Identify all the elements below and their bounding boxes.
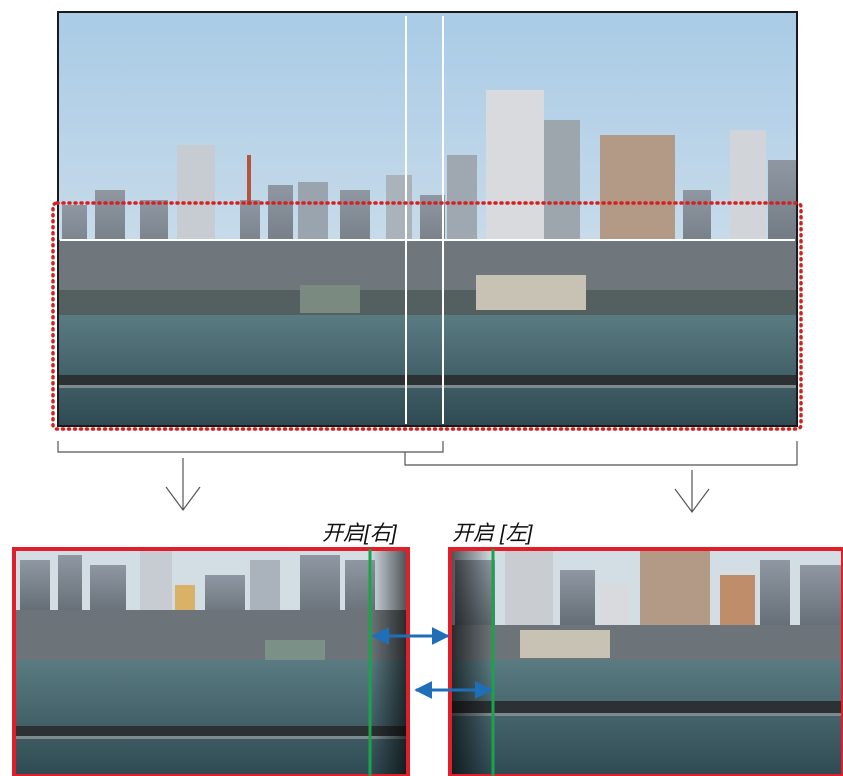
down-arrow-icon (674, 470, 710, 514)
overlap-guide-lines (60, 16, 795, 424)
blend-left-label: 开启 [左] (452, 522, 533, 545)
source-image-frame (57, 11, 798, 427)
blend-right-label: 开启[右] (322, 522, 397, 545)
blend-area-dotted-outline (51, 201, 803, 431)
left-projector-frame (12, 547, 410, 776)
right-projector-image (450, 549, 843, 776)
left-projector-image (14, 549, 408, 776)
source-city-image (58, 12, 797, 426)
right-projector-frame (448, 547, 843, 776)
down-arrow-icon (165, 458, 201, 512)
right-image-bracket (404, 441, 798, 466)
left-image-bracket (57, 441, 444, 453)
